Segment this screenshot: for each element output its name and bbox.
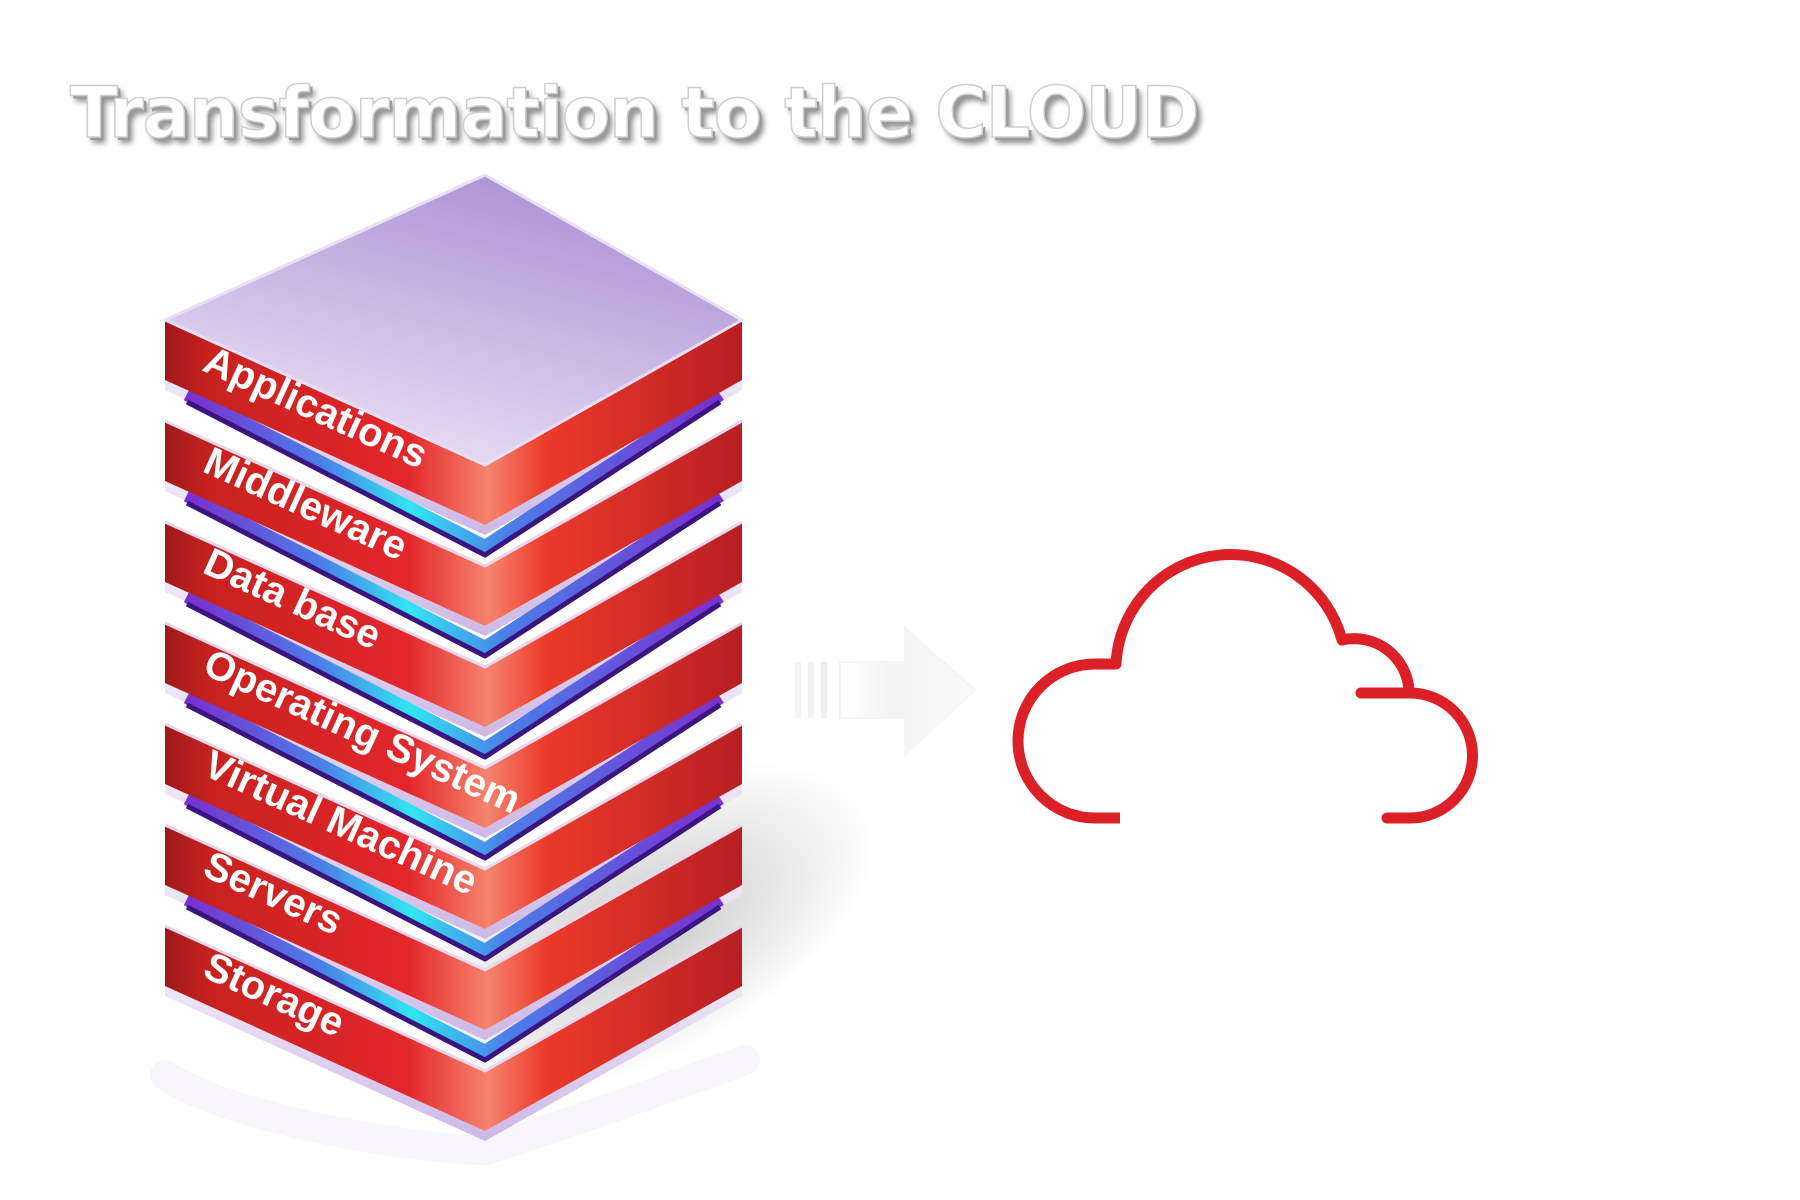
- layer-edge: [164, 520, 743, 669]
- layer-edge: [164, 621, 743, 770]
- layer-glow: [183, 589, 724, 756]
- layer-glow: [183, 387, 724, 554]
- layer-glow-shadow: [185, 702, 722, 861]
- layer-side: [165, 320, 742, 525]
- layer-side: [165, 825, 742, 1030]
- layer-1: Applications: [163, 173, 744, 558]
- layer-edge: [164, 419, 743, 568]
- layer-glow-shadow: [185, 399, 722, 558]
- layer-glow: [183, 488, 724, 655]
- layer-glow: [183, 791, 724, 958]
- layer-edge: [164, 722, 743, 871]
- arrow-right-icon: [795, 625, 977, 758]
- layer-glow-shadow: [185, 601, 722, 760]
- layer-edge: [164, 924, 743, 1073]
- layer-side: [165, 421, 742, 626]
- stack-reflection: [150, 1045, 760, 1166]
- layer-glow: [183, 892, 724, 1059]
- page-title: Transformation to the CLOUD: [69, 71, 1200, 155]
- layer-side: [165, 724, 742, 929]
- stack-top-face: [163, 173, 744, 467]
- layer-side: [165, 926, 742, 1131]
- layer-glow-shadow: [185, 803, 722, 962]
- layer-side: [165, 522, 742, 727]
- layer-glow: [183, 690, 724, 857]
- cloud-icon: [1012, 549, 1478, 824]
- layer-6: Servers: [164, 823, 743, 1063]
- layer-edge: [164, 823, 743, 972]
- layer-glow-shadow: [185, 904, 722, 1063]
- layer-side: [165, 623, 742, 828]
- layer-glow-shadow: [185, 500, 722, 659]
